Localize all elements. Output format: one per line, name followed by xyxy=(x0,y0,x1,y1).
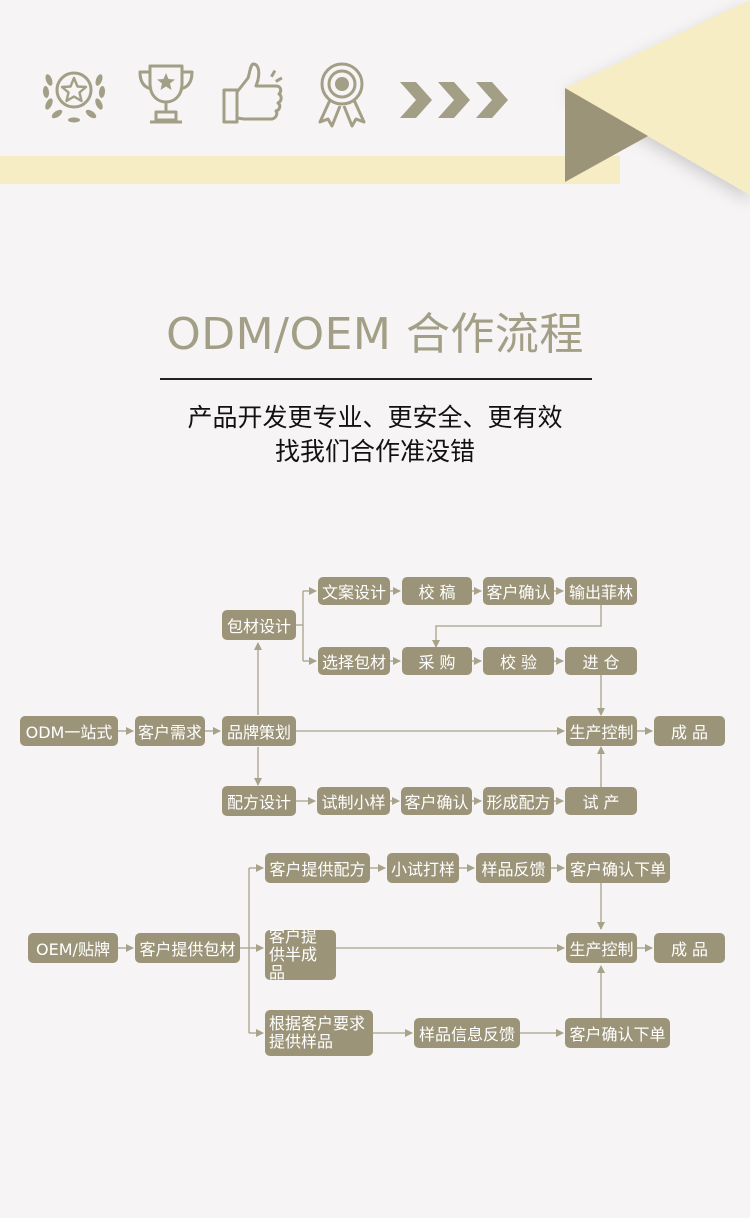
customer-formula-box: 客户提供配方 xyxy=(265,853,370,883)
customer-confirm-box-1: 客户确认 xyxy=(483,577,554,605)
production-control-box-oem: 生产控制 xyxy=(566,933,637,963)
customer-need-box: 客户需求 xyxy=(135,716,205,746)
subtitle-line1: 产品开发更专业、更安全、更有效 xyxy=(187,403,563,432)
laurel-star-icon xyxy=(42,71,106,123)
proofread-box: 校 稿 xyxy=(402,577,472,605)
small-trial-box: 小试打样 xyxy=(387,853,459,883)
trial-production-box: 试 产 xyxy=(565,787,637,815)
form-formula-box: 形成配方 xyxy=(483,787,554,815)
trophy-icon xyxy=(138,64,194,124)
trial-sample-box: 试制小样 xyxy=(317,787,390,815)
sample-info-feedback-box: 样品信息反馈 xyxy=(414,1018,520,1048)
page-title: ODM/OEM 合作流程 xyxy=(166,309,584,360)
choose-packaging-box: 选择包材 xyxy=(318,647,390,675)
customer-semi-finished-box: 客户提供半成品 xyxy=(265,928,336,982)
brand-plan-box: 品牌策划 xyxy=(222,716,296,746)
olive-flag xyxy=(565,88,648,182)
inspect-box: 校 验 xyxy=(483,647,554,675)
cream-corner xyxy=(565,0,750,195)
title-divider xyxy=(160,378,592,380)
finished-product-box-odm: 成 品 xyxy=(654,716,725,746)
customer-confirm-box-2: 客户确认 xyxy=(401,787,472,815)
packaging-design-box: 包材设计 xyxy=(222,610,296,640)
confirm-order-box-2: 客户确认下单 xyxy=(565,1018,670,1048)
purchase-box: 采 购 xyxy=(402,647,472,675)
cream-band xyxy=(0,156,620,184)
customer-packaging-box: 客户提供包材 xyxy=(135,933,240,963)
formula-design-box: 配方设计 xyxy=(222,786,296,816)
odm-start-box: ODM一站式 xyxy=(20,716,118,746)
subtitle-line2: 找我们合作准没错 xyxy=(274,437,475,466)
award-ribbon-icon xyxy=(318,62,366,128)
copy-design-box: 文案设计 xyxy=(318,577,390,605)
thumbs-up-icon xyxy=(222,62,283,124)
header-decoration xyxy=(0,0,750,300)
production-control-box-odm: 生产控制 xyxy=(566,716,637,746)
sample-feedback-box: 样品反馈 xyxy=(476,853,551,883)
finished-product-box-oem: 成 品 xyxy=(654,933,725,963)
output-film-box: 输出菲林 xyxy=(565,577,637,605)
warehouse-in-box: 进 仓 xyxy=(565,647,637,675)
sample-by-request-box: 根据客户要求提供样品 xyxy=(265,1010,373,1056)
oem-start-box: OEM/贴牌 xyxy=(28,933,118,963)
chevrons-right-icon xyxy=(400,82,508,118)
confirm-order-box-1: 客户确认下单 xyxy=(566,853,670,883)
